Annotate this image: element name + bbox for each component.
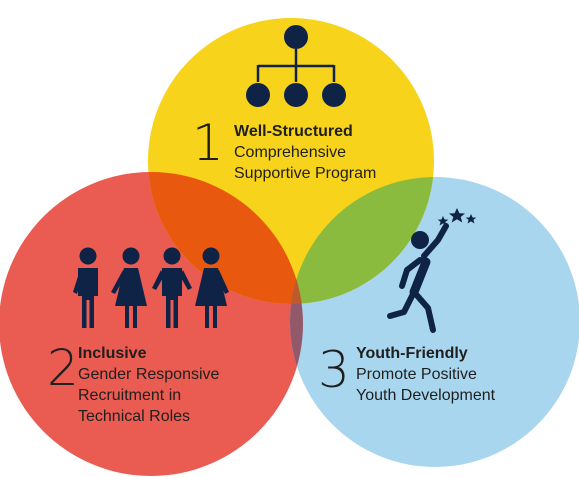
desc-line: Supportive Program: [234, 165, 377, 182]
number-1: 1: [192, 114, 224, 172]
number-3: 3: [318, 341, 350, 399]
overlap-yellow-red: [148, 172, 303, 304]
block-well-structured: Well-Structured Comprehensive Supportive…: [234, 121, 376, 184]
people-group-icon: [73, 247, 229, 328]
desc-line: Comprehensive: [234, 144, 347, 161]
desc-line: Recruitment in: [78, 387, 182, 404]
number-2: 2: [47, 339, 79, 397]
desc-line: Promote Positive: [356, 366, 477, 383]
desc-line: Youth Development: [356, 387, 496, 404]
desc-line: Technical Roles: [78, 408, 191, 425]
desc-line: Gender Responsive: [78, 366, 220, 383]
block-youth-friendly: Youth-Friendly Promote Positive Youth De…: [356, 343, 495, 406]
block-inclusive: Inclusive Gender Responsive Recruitment …: [78, 343, 219, 427]
title-well-structured: Well-Structured: [234, 123, 353, 140]
title-youth-friendly: Youth-Friendly: [356, 345, 468, 362]
title-inclusive: Inclusive: [78, 345, 147, 362]
overlap-yellow-blue: [290, 177, 434, 304]
reach-for-stars-icon: [387, 208, 477, 333]
org-chart-icon: [246, 25, 346, 107]
